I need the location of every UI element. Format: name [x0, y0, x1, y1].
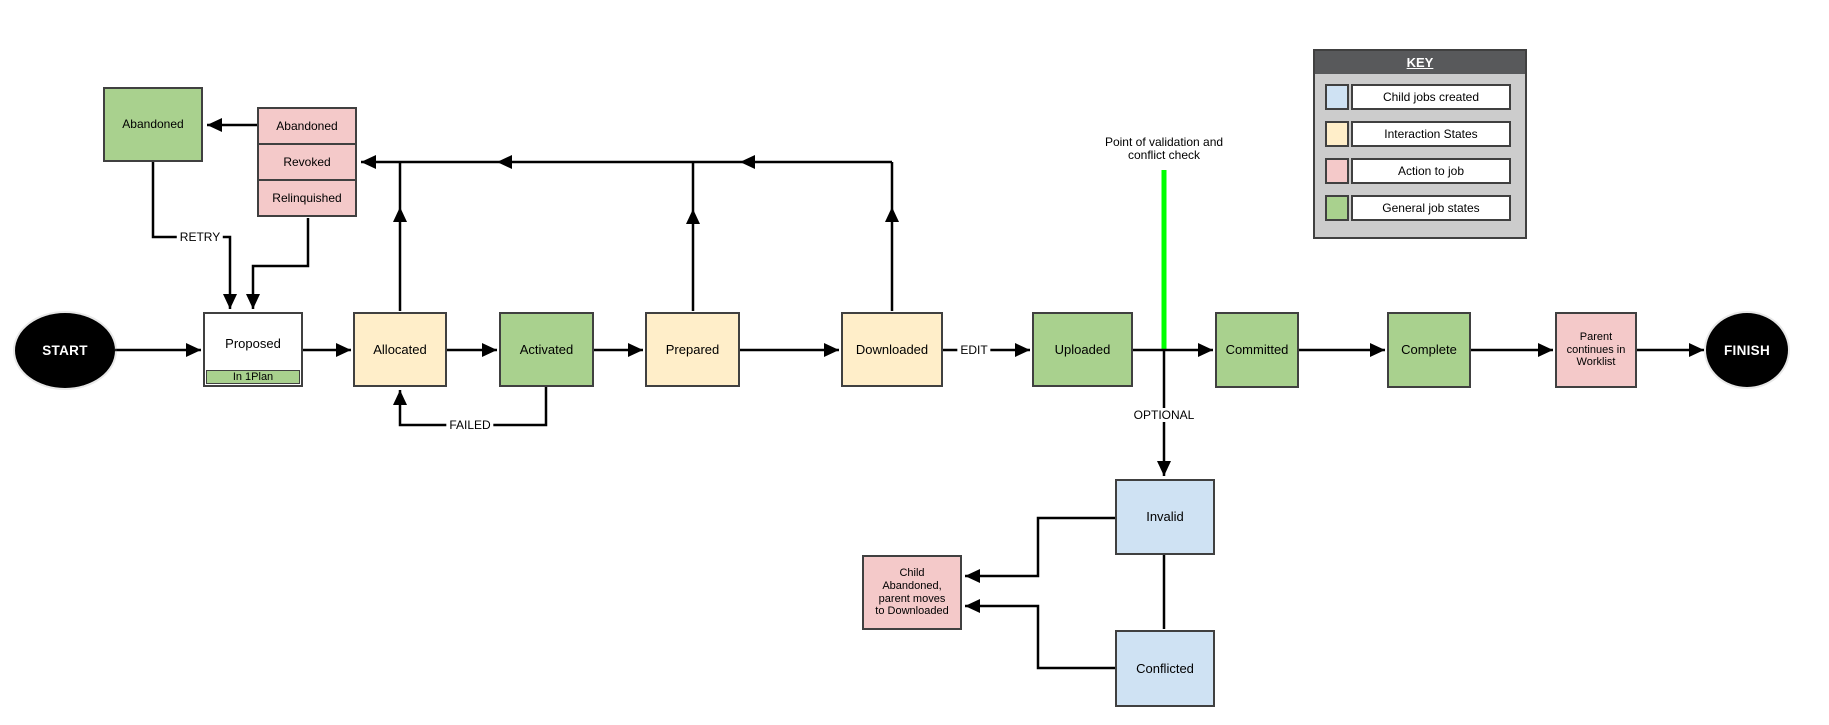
node-allocated: Allocated [353, 312, 447, 387]
node-child-abandoned: Child Abandoned, parent moves to Downloa… [862, 555, 962, 630]
node-committed: Committed [1215, 312, 1299, 388]
key-label: General job states [1351, 195, 1511, 221]
key-swatch-green [1325, 195, 1349, 221]
node-action-abandoned: Abandoned [257, 107, 357, 145]
start-terminal: START [15, 313, 115, 388]
node-complete: Complete [1387, 312, 1471, 388]
edge-label-retry: RETRY [176, 230, 224, 244]
key-row-interaction-states: Interaction States [1325, 121, 1511, 147]
key-label: Interaction States [1351, 121, 1511, 147]
node-action-relinquished: Relinquished [257, 179, 357, 217]
edge-label-edit: EDIT [957, 343, 991, 357]
node-conflicted: Conflicted [1115, 630, 1215, 707]
node-action-revoked: Revoked [257, 143, 357, 181]
validation-note: Point of validation and conflict check [1102, 135, 1226, 163]
node-abandoned-state: Abandoned [103, 87, 203, 162]
node-proposed-label: Proposed [225, 335, 281, 351]
node-downloaded: Downloaded [841, 312, 943, 387]
key-panel: KEY Child jobs created Interaction State… [1313, 49, 1527, 239]
node-invalid: Invalid [1115, 479, 1215, 555]
key-row-action-to-job: Action to job [1325, 158, 1511, 184]
key-row-child-jobs: Child jobs created [1325, 84, 1511, 110]
node-activated: Activated [499, 312, 594, 387]
edge-invalid-childabandoned [965, 516, 1115, 583]
edge-relinquished-proposed [246, 218, 310, 309]
key-swatch-blue [1325, 84, 1349, 110]
key-row-general-job-states: General job states [1325, 195, 1511, 221]
mid-arrowheads [393, 155, 899, 224]
node-parent-continues: Parent continues in Worklist [1555, 312, 1637, 388]
edge-conflicted-childabandoned [965, 599, 1115, 670]
node-proposed: Proposed In 1Plan [203, 312, 303, 387]
key-title: KEY [1315, 51, 1525, 74]
key-rows: Child jobs created Interaction States Ac… [1315, 74, 1525, 221]
finish-terminal: FINISH [1706, 313, 1788, 387]
node-prepared: Prepared [645, 312, 740, 387]
key-label: Action to job [1351, 158, 1511, 184]
key-swatch-pink [1325, 158, 1349, 184]
key-swatch-yellow [1325, 121, 1349, 147]
node-proposed-subband: In 1Plan [206, 370, 300, 384]
node-uploaded: Uploaded [1032, 312, 1133, 387]
key-label: Child jobs created [1351, 84, 1511, 110]
action-stack: Abandoned Revoked Relinquished [257, 107, 357, 217]
edge-label-optional: OPTIONAL [1130, 408, 1198, 422]
edge-label-failed: FAILED [446, 418, 494, 432]
